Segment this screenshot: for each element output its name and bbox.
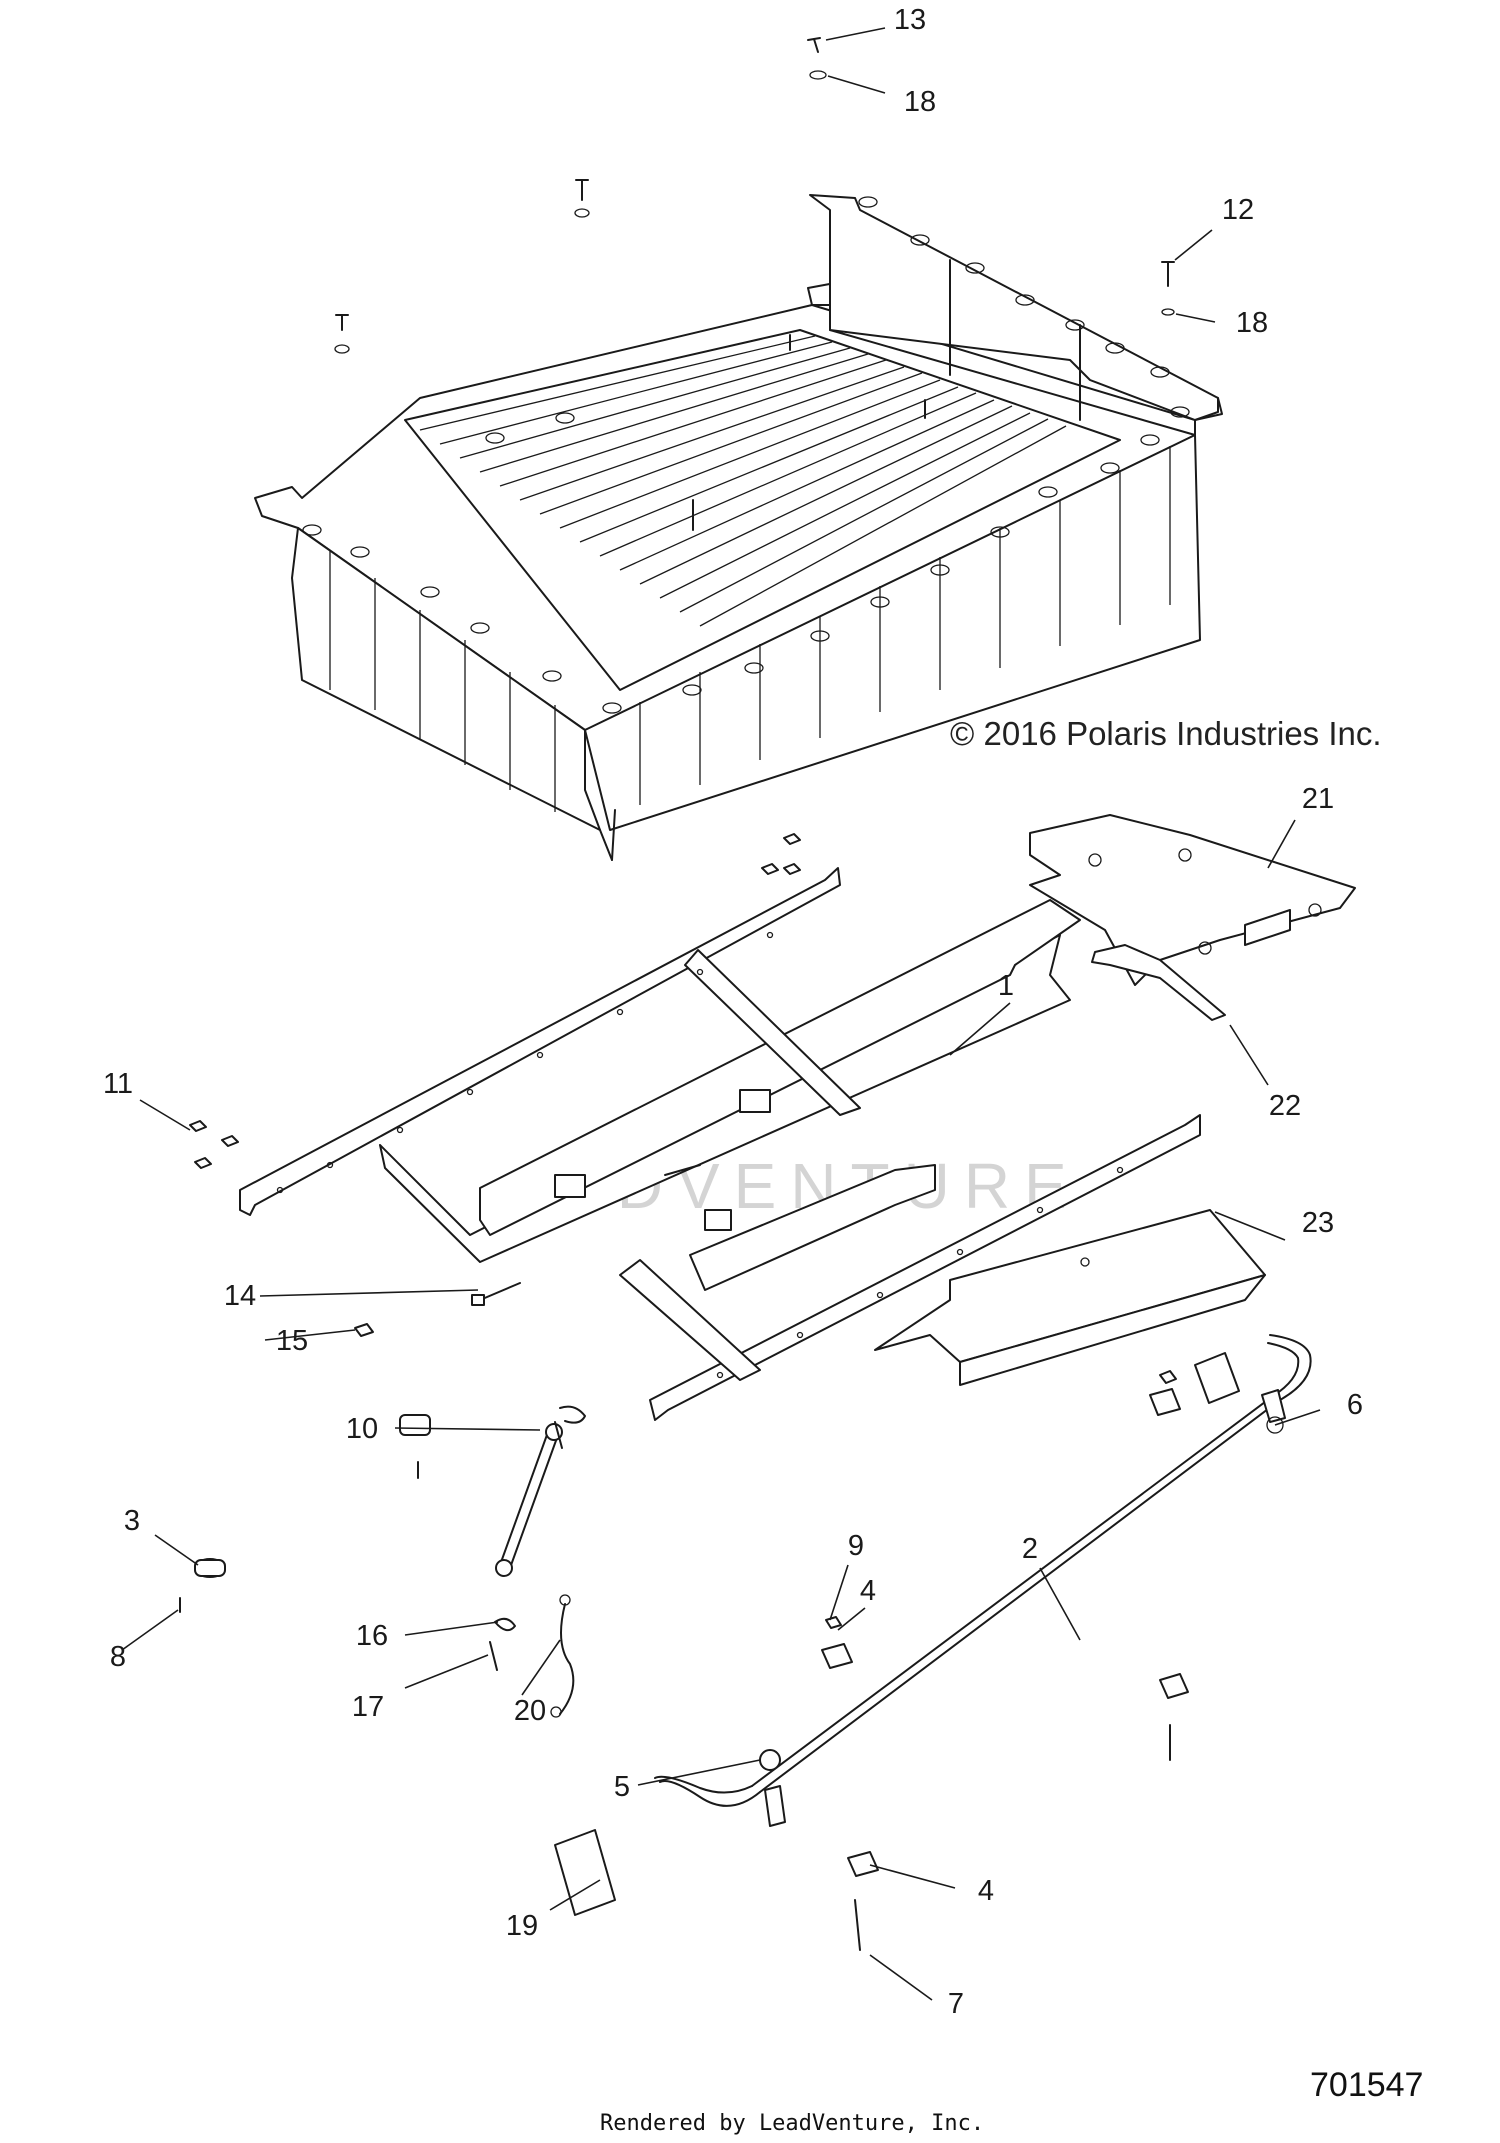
callout-6: 6 — [1347, 1389, 1363, 1421]
cargo-box — [254, 194, 1223, 861]
diagram-number: 701547 — [1310, 2066, 1423, 2104]
callout-4: 4 — [860, 1575, 876, 1607]
callout-15: 15 — [276, 1325, 308, 1357]
leader-lines — [121, 27, 1321, 2001]
callout-22: 22 — [1269, 1090, 1301, 1122]
latch-rod-2 — [654, 1334, 1312, 1827]
callout-13: 13 — [894, 4, 926, 36]
callout-1: 1 — [998, 970, 1014, 1002]
frame-fasteners — [189, 833, 801, 1337]
callout-19: 19 — [506, 1910, 538, 1942]
small-parts — [179, 1352, 1284, 1951]
callout-21: 21 — [1302, 783, 1334, 815]
callout-4-lower: 4 — [978, 1875, 994, 1907]
callout-11: 11 — [103, 1068, 133, 1100]
callout-14: 14 — [224, 1280, 256, 1312]
callout-2: 2 — [1022, 1533, 1038, 1565]
callout-3: 3 — [124, 1505, 140, 1537]
rendered-by-footer: Rendered by LeadVenture, Inc. — [600, 2111, 984, 2136]
callout-8: 8 — [110, 1641, 126, 1673]
callout-16: 16 — [356, 1620, 388, 1652]
copyright-notice: © 2016 Polaris Industries Inc. — [950, 715, 1382, 752]
callout-9: 9 — [848, 1530, 864, 1562]
heat-shield-21 — [1029, 814, 1356, 986]
callout-10: 10 — [346, 1413, 378, 1445]
heat-shield-22 — [1091, 944, 1226, 1021]
callout-5: 5 — [614, 1771, 630, 1803]
callout-17: 17 — [352, 1691, 384, 1723]
callout-labels: 1 2 3 4 4 5 6 7 8 9 10 11 12 13 14 15 16… — [103, 4, 1363, 2020]
callout-20: 20 — [514, 1695, 546, 1727]
frame-assembly — [239, 867, 1201, 1421]
callout-18-right: 18 — [1236, 307, 1268, 339]
box-bolts — [334, 37, 1175, 354]
callout-23: 23 — [1302, 1207, 1334, 1239]
callout-12: 12 — [1222, 194, 1254, 226]
callout-7: 7 — [948, 1988, 964, 2020]
heat-shield-23 — [874, 1209, 1266, 1386]
callout-18-top: 18 — [904, 86, 936, 118]
